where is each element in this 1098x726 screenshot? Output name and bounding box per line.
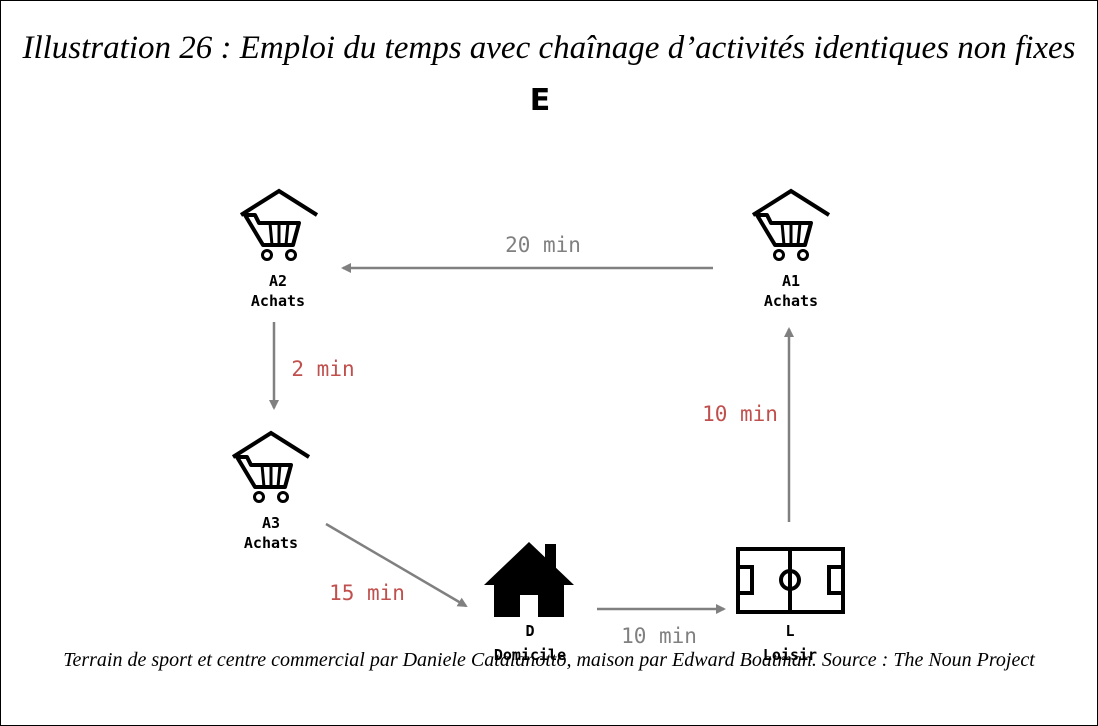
sports-field-icon [736, 547, 845, 614]
node-a3-code: A3 [262, 514, 280, 532]
panel-letter: E [529, 83, 551, 118]
house-icon [484, 542, 574, 617]
node-a2: A2 Achats [239, 189, 319, 310]
edge-l-to-a1: 10 min [702, 327, 794, 522]
figure-title: Illustration 26 : Emploi du temps avec c… [22, 30, 1076, 66]
node-d-label: Domicile [494, 646, 566, 664]
node-a2-code: A2 [269, 272, 287, 290]
node-a1-label: Achats [764, 292, 818, 310]
time-label-a1-to-a2: 20 min [505, 233, 581, 257]
node-d-code: D [525, 622, 534, 640]
node-d: D Domicile [484, 542, 574, 664]
edge-a2-to-a3: 2 min [269, 322, 355, 410]
edge-d-to-l: 10 min [597, 604, 726, 648]
node-a3-label: Achats [244, 534, 298, 552]
node-l-code: L [785, 622, 794, 640]
edge-a1-to-a2: 20 min [341, 233, 713, 273]
node-a1-code: A1 [782, 272, 800, 290]
arrow-a3-to-d [325, 522, 468, 608]
figure-caption: Terrain de sport et centre commercial pa… [63, 649, 1035, 671]
shopping-cart-icon [751, 189, 831, 262]
node-l: L Loisir [736, 547, 845, 664]
node-a3: A3 Achats [231, 431, 311, 552]
edge-a3-to-d: 15 min [325, 522, 468, 608]
shopping-cart-icon [231, 431, 311, 504]
node-a1: A1 Achats [751, 189, 831, 310]
shopping-cart-icon [239, 189, 319, 262]
node-a2-label: Achats [251, 292, 305, 310]
time-label-l-to-a1: 10 min [702, 402, 778, 426]
time-label-a3-to-d: 15 min [329, 581, 405, 605]
node-l-label: Loisir [763, 646, 817, 664]
time-label-d-to-l: 10 min [621, 624, 697, 648]
time-label-a2-to-a3: 2 min [291, 357, 354, 381]
